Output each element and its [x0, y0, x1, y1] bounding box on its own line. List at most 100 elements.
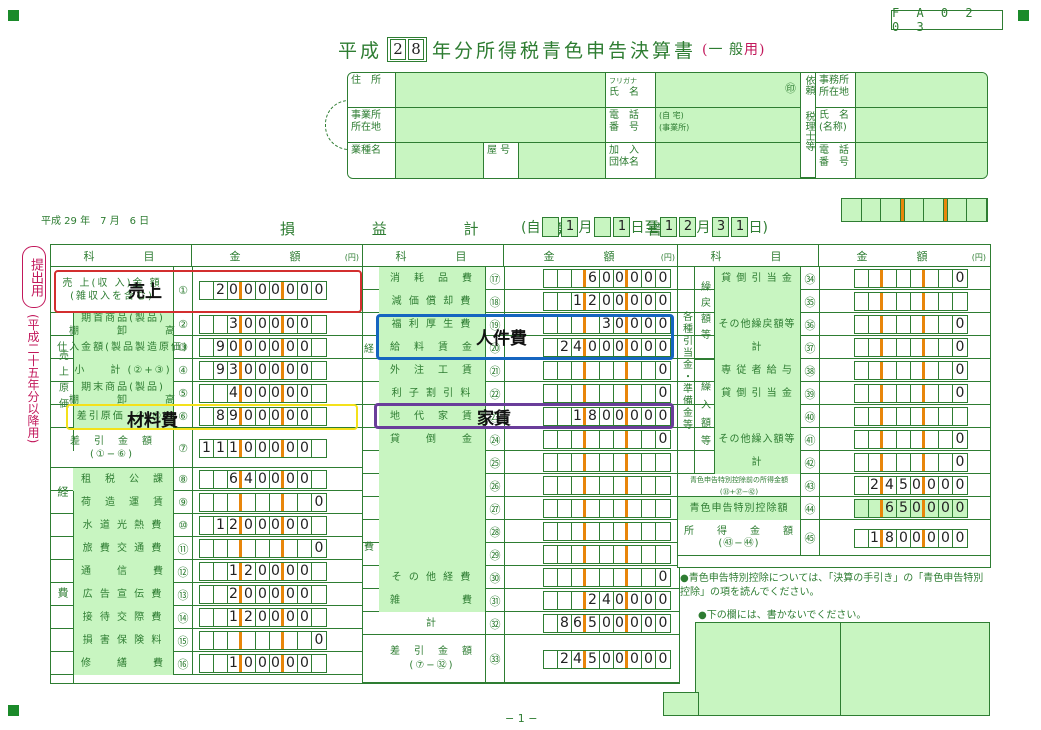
- office-address-field[interactable]: [856, 73, 987, 108]
- trade-name-field[interactable]: [519, 143, 606, 178]
- amount-field[interactable]: 0: [543, 568, 671, 587]
- amount-digit: [544, 592, 558, 609]
- amount-digit: [855, 530, 869, 547]
- amount-digit: [642, 454, 656, 471]
- amount-field[interactable]: 0: [854, 361, 968, 380]
- amount-field[interactable]: [543, 545, 671, 564]
- amount-field[interactable]: 0: [854, 338, 968, 357]
- amount-field[interactable]: [854, 407, 968, 426]
- amount-field[interactable]: 0: [543, 384, 671, 403]
- amount-digit: 0: [600, 408, 614, 425]
- amount-digit: 0: [270, 440, 284, 457]
- amount-digit: [586, 500, 600, 517]
- row-number: ㉛: [485, 589, 505, 612]
- amount-digit: 1: [228, 609, 242, 626]
- code-box: [905, 199, 925, 221]
- amount-digit: 0: [256, 609, 270, 626]
- amount-digit: 0: [298, 563, 312, 580]
- amount-digit: [642, 546, 656, 563]
- amount-digit: 1: [228, 440, 242, 457]
- amount-field[interactable]: 0: [199, 631, 327, 650]
- amount-field[interactable]: 0: [543, 361, 671, 380]
- amount-digit: 4: [572, 651, 586, 668]
- period-end-day-tens[interactable]: 3: [712, 217, 730, 237]
- amount-digit: 0: [614, 408, 628, 425]
- amount-digit: [883, 293, 897, 310]
- accountant-phone-field[interactable]: [856, 143, 987, 178]
- yachin-annotation: 家賃: [477, 409, 511, 429]
- amount-digit: [312, 586, 326, 603]
- period-start-month-tens[interactable]: [542, 217, 560, 237]
- address-field[interactable]: [396, 73, 606, 108]
- industry-field[interactable]: [396, 143, 484, 178]
- amount-field[interactable]: [543, 522, 671, 541]
- amount-field[interactable]: [854, 292, 968, 311]
- amount-field[interactable]: 0: [854, 430, 968, 449]
- period-end-month[interactable]: 2: [679, 217, 697, 237]
- amount-digit: 1: [869, 530, 883, 547]
- amount-digit: [869, 385, 883, 402]
- business-address-field[interactable]: [396, 108, 606, 143]
- name-field[interactable]: ㊞: [656, 73, 801, 108]
- table-row: ㉙: [363, 543, 679, 566]
- amount-digit: 0: [298, 586, 312, 603]
- accountant-name-field[interactable]: [856, 108, 987, 143]
- period-end-day[interactable]: 1: [731, 217, 749, 237]
- amount-digit: 0: [955, 431, 965, 447]
- year-digit-1: 2: [390, 38, 407, 60]
- amount-digit: 0: [642, 615, 656, 632]
- amount-field[interactable]: 0: [854, 453, 968, 472]
- amount-digit: 1: [228, 655, 242, 672]
- amount-field[interactable]: 0: [543, 430, 671, 449]
- row-label: 差 引 金 額 (①−⑥): [70, 436, 154, 460]
- period-start-month[interactable]: 1: [561, 217, 579, 237]
- period-end-month-tens[interactable]: 1: [660, 217, 678, 237]
- amount-field[interactable]: 0: [199, 493, 327, 512]
- association-field[interactable]: [656, 143, 801, 178]
- amount-field[interactable]: [543, 476, 671, 495]
- amount-digit: 0: [658, 615, 668, 631]
- amount-field[interactable]: 0: [854, 315, 968, 334]
- year-box[interactable]: 2 8: [387, 36, 428, 62]
- business-address-label: 事業所 所在地: [348, 108, 396, 143]
- amount-digit: [312, 339, 326, 356]
- period-start-day-tens[interactable]: [594, 217, 612, 237]
- amount-digit: [614, 569, 628, 586]
- amount-field[interactable]: [543, 453, 671, 472]
- amount-digit: [572, 500, 586, 517]
- amount-field[interactable]: 0: [854, 384, 968, 403]
- amount-field[interactable]: 0: [199, 539, 327, 558]
- phone-field[interactable]: (自 宅) (事業所): [656, 108, 801, 143]
- period-start-day[interactable]: 1: [613, 217, 631, 237]
- amount-field[interactable]: 0: [854, 269, 968, 288]
- yen-unit: (円): [344, 253, 359, 262]
- office-code-boxes[interactable]: [841, 198, 988, 222]
- amount-digit: [642, 477, 656, 494]
- amount-field[interactable]: [543, 499, 671, 518]
